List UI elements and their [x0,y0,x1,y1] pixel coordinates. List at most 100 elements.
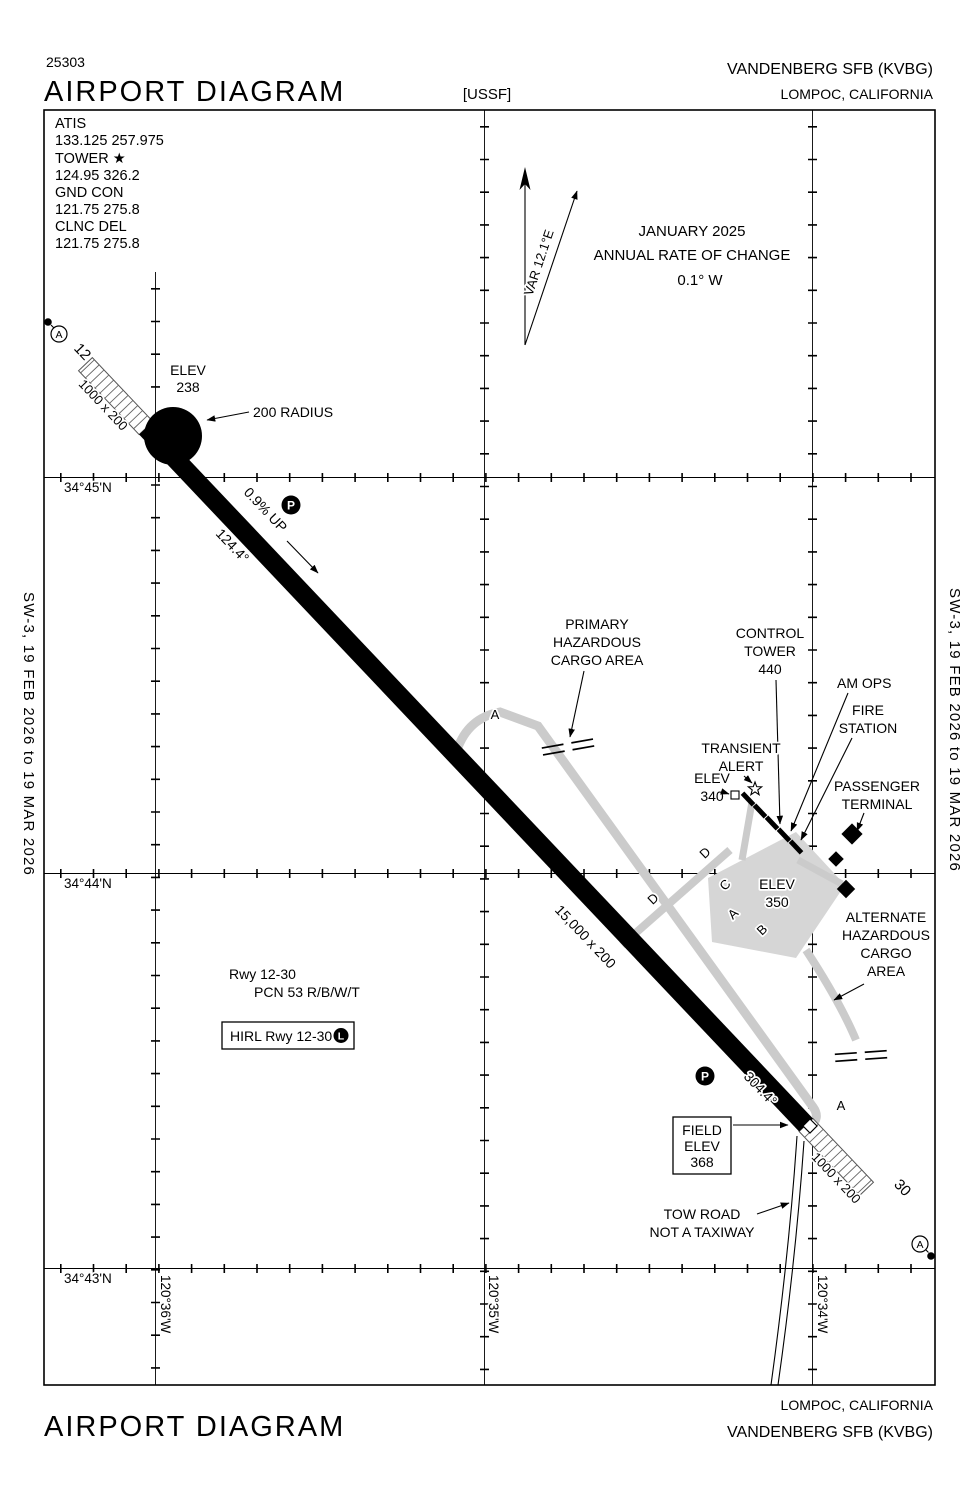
tow-road-line [770,1135,798,1386]
footer-title: AIRPORT DIAGRAM [44,1411,345,1443]
lat-label: 34°44'N [64,876,112,891]
heading-arrow-se [286,540,319,574]
comm-frequencies: ATIS 133.125 257.975 TOWER ★ 124.95 326.… [55,116,164,252]
comm-clnc-freq: 121.75 275.8 [55,236,140,252]
parking-symbol-se: P [695,1066,715,1086]
label-line: NOT A TAXIWAY [649,1224,755,1240]
hirl-note: HIRL Rwy 12-30 L [221,1021,355,1050]
building-dash [776,827,792,843]
label-line: ELEV [694,770,730,786]
label-line: STATION [839,720,898,736]
am-ops-arrow [790,692,849,832]
airport-city: LOMPOC, CALIFORNIA [781,86,934,102]
label-line: 368 [690,1154,714,1170]
elev-350-label: ELEV 350 [757,874,797,912]
lat-label: 34°43'N [64,1271,112,1286]
circle-p-letter: P [287,499,295,513]
alternate-hazard-pad-icon [834,1049,888,1063]
label-line: AREA [867,963,906,979]
terminal-stub-path [796,856,844,888]
map-border [43,109,936,1386]
primary-hazard-arrow [568,670,585,738]
comm-gnd-label: GND CON [55,185,123,201]
lon-label: 120°35'W [486,1275,501,1334]
chart-code: 25303 [46,54,85,70]
elev-340-square-icon [730,790,740,800]
am-ops-label: AM OPS [790,675,891,832]
building-dash [788,839,804,855]
field-elev-box [672,1116,732,1175]
lat-label: 34°45'N [64,480,112,495]
label-line: TRANSIENT [701,740,781,756]
elev-340-arrow [720,788,730,795]
lon-label: 120°34'W [815,1275,830,1334]
terminal-diamond [836,879,856,899]
variation-rate-label: ANNUAL RATE OF CHANGE [594,247,791,264]
page-title: AIRPORT DIAGRAM [44,76,345,108]
elev-238-line2: 238 [176,379,200,395]
right-margin-date: SW-3, 19 FEB 2026 to 19 MAR 2026 [946,588,963,872]
label-line: PASSENGER [834,778,920,794]
hirl-label: HIRL Rwy 12-30 [230,1028,332,1044]
label-line: HAZARDOUS [553,634,641,650]
label-line: ALERT [719,758,764,774]
circle-p-letter: P [701,1070,709,1084]
overrun-hatching [80,359,148,430]
label-line: ELEV [759,876,795,892]
label-line: CONTROL [736,625,805,641]
hazard-pad-marks [541,738,595,756]
circle-p-icon [695,1066,715,1086]
building-dash [740,791,756,807]
tow-road-line [777,1140,805,1386]
building-dash [752,803,768,819]
label-line: ALTERNATE [846,909,926,925]
circle-a-icon [911,1235,929,1253]
taxiway-label-a-south: A [837,1098,846,1113]
elev-238-line1: ELEV [170,362,206,378]
org-label: [USSF] [463,86,511,103]
lighting-letter: L [338,1031,345,1043]
arresting-marker-northwest: A [44,318,68,343]
label-line: TOWER [744,643,796,659]
alternate-hazard-arrow [833,983,865,1001]
circle-a-letter: A [55,329,62,341]
hirl-box [221,1021,355,1050]
hazard-pad-marks [834,1049,888,1063]
comm-atis-freq: 133.125 257.975 [55,133,164,149]
ball-stem [925,1249,929,1253]
footer-airport-name: VANDENBERG SFB (KVBG) [727,1424,933,1441]
fire-station-label: FIRE STATION [800,702,898,841]
true-north-arrowhead-icon [519,167,531,190]
rwy-pcn-label: Rwy 12-30 PCN 53 R/B/W/T [229,966,360,1000]
label-line: 440 [758,661,782,677]
lighting-circle-icon [333,1028,349,1043]
connector-d-path [619,846,733,949]
passenger-terminal-arrow [856,812,865,832]
label-line: 350 [765,894,789,910]
transient-alert-arrow [743,775,753,784]
alternate-hazard-label: ALTERNATE HAZARDOUS CARGO AREA [833,909,930,1001]
comm-clnc-label: CLNC DEL [55,219,127,235]
variation-rate-value: 0.1° W [677,272,723,289]
primary-hazard-pad-icon [541,738,595,756]
control-tower-arrow [775,679,784,825]
elev-340-label: ELEV 340 [692,768,732,806]
comm-atis-label: ATIS [55,116,86,132]
variation-date: JANUARY 2025 [638,223,745,240]
magnetic-north-arrow [524,190,578,346]
label-line: ELEV [684,1138,720,1154]
parking-symbol-nw: P [281,495,301,515]
building-stub-path [738,801,756,861]
label-line: Rwy 12-30 [229,966,296,982]
footer-city: LOMPOC, CALIFORNIA [781,1397,934,1413]
fire-station-arrow [800,737,853,841]
passenger-terminal-label: PASSENGER TERMINAL [834,778,920,832]
label-line: PCN 53 R/B/W/T [254,984,360,1000]
airport-name: VANDENBERG SFB (KVBG) [727,61,933,78]
label-line: PRIMARY [565,616,629,632]
tow-road-label: TOW ROAD NOT A TAXIWAY [649,1202,790,1240]
label-line: CARGO AREA [551,652,644,668]
radius-label: 200 RADIUS [253,404,333,420]
circle-a-icon [50,325,68,343]
